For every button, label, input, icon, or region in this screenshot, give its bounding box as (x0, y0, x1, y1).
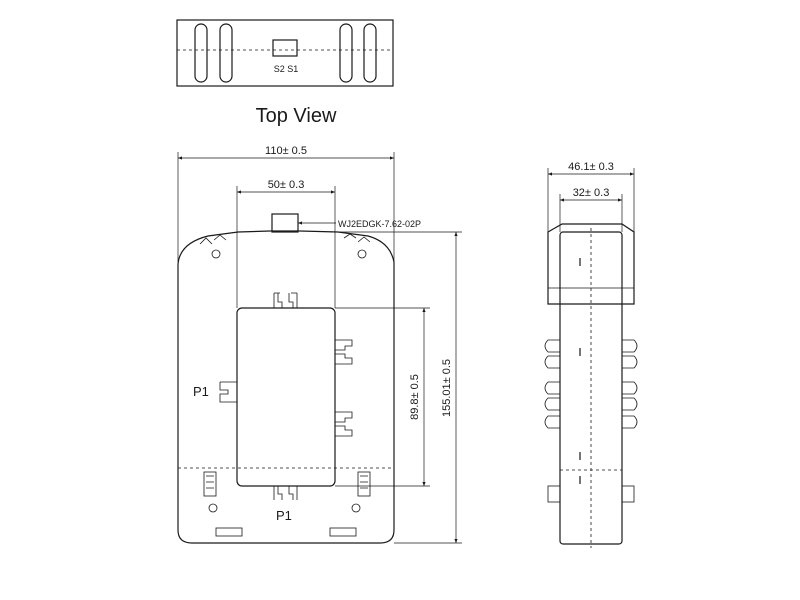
connector (271, 213, 299, 233)
bottom-slot-left (215, 527, 243, 537)
ridge-left-2 (213, 234, 227, 241)
top-view-outline (176, 19, 394, 87)
clip-bottom (273, 486, 298, 500)
dim-window-height-text: 89.8± 0.5 (409, 374, 421, 420)
top-terminal-block (272, 39, 298, 57)
top-view: S2 S1 Top View (176, 19, 394, 127)
dim-window-width-text: 50± 0.3 (268, 179, 305, 191)
p1-bottom-label: P1 (276, 508, 292, 523)
dim-depth-text: 46.1± 0.3 (568, 161, 614, 173)
terminal-label: S2 S1 (274, 64, 299, 74)
ridge-left-1 (199, 237, 213, 245)
latch-right (357, 471, 371, 497)
fin-right-3 (622, 415, 638, 429)
ridge-right-1 (343, 233, 357, 239)
fin-right-2 (622, 381, 638, 411)
side-foot-right (621, 485, 635, 503)
dim-width-text: 110± 0.5 (265, 145, 307, 157)
clip-right-2 (335, 411, 353, 437)
mount-hole-top-right (357, 249, 367, 259)
bottom-slot-right (329, 527, 357, 537)
clip-right-1 (335, 339, 353, 365)
side-foot-left (547, 485, 561, 503)
fin-left-2 (544, 381, 560, 411)
side-view: 46.1± 0.3 32± 0.3 (544, 161, 638, 548)
fin-left-3 (544, 415, 560, 429)
fin-right-1 (622, 339, 638, 369)
dim-height-text: 155.01± 0.5 (441, 359, 453, 417)
top-view-title: Top View (256, 105, 337, 127)
top-slot-4 (363, 23, 377, 83)
latch-left-ribs (206, 475, 214, 489)
clip-left (219, 381, 237, 403)
connector-label: WJ2EDGK-7.62-02P (338, 219, 421, 229)
p1-left-label: P1 (193, 384, 209, 399)
window-opening (236, 307, 336, 487)
fin-left-1 (544, 339, 560, 369)
top-slot-2 (219, 23, 233, 83)
mount-hole-top-left (211, 249, 221, 259)
ridge-right-2 (357, 236, 371, 243)
clip-top (273, 292, 298, 308)
dim-inner-depth-text: 32± 0.3 (573, 187, 610, 199)
mount-hole-bottom-right (351, 503, 361, 513)
top-slot-1 (194, 23, 208, 83)
top-slot-3 (339, 23, 353, 83)
latch-left (203, 471, 217, 497)
side-core (559, 231, 623, 545)
mount-hole-bottom-left (208, 503, 218, 513)
latch-right-ribs (360, 475, 368, 489)
front-view: P1 P1 110± 0.5 50± 0.3 WJ2EDGK-7.62-02P … (177, 145, 462, 544)
